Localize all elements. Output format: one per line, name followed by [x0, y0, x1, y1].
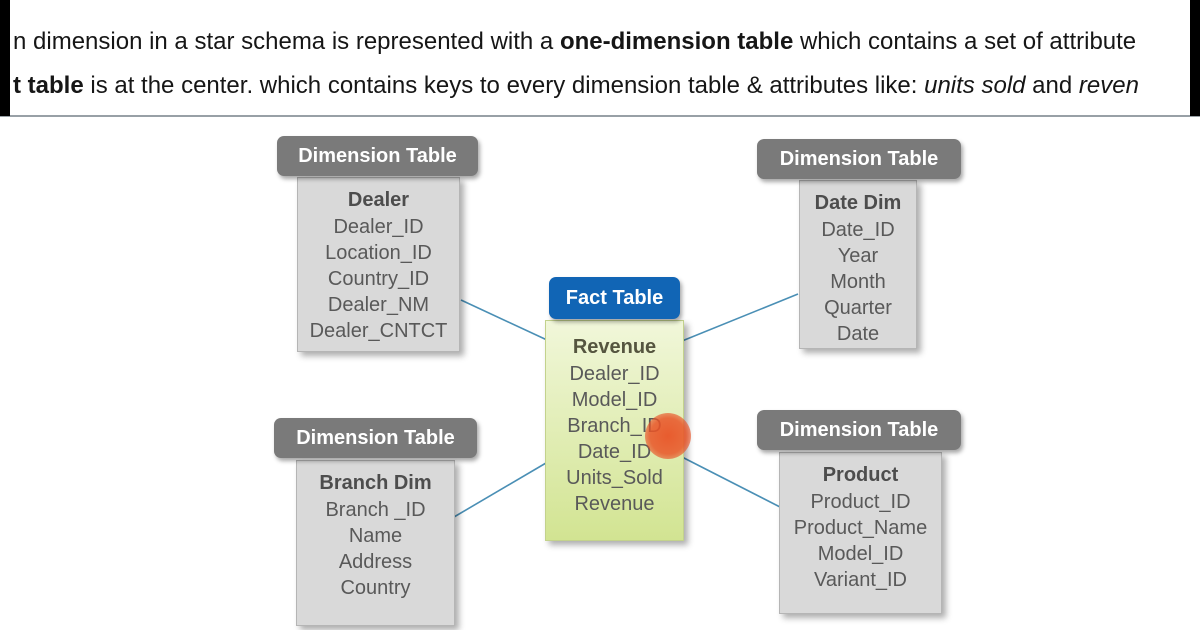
table-row: Month — [830, 271, 886, 293]
dimension-table-badge-branchdim: Dimension Table — [274, 418, 477, 458]
header-line1-post: which contains a set of attribute — [793, 28, 1137, 55]
header-line2-italic2: reven — [1078, 72, 1139, 99]
header-text-line2: t table is at the center. which contains… — [13, 72, 1139, 100]
table-title-dealer: Dealer — [347, 189, 410, 211]
table-title-datedim: Date Dim — [814, 192, 902, 214]
header-line2-bold: t table — [13, 72, 84, 99]
frame-edge-right — [1190, 0, 1200, 116]
header-line2-italic1: units sold — [924, 72, 1026, 99]
header-divider-line — [0, 115, 1200, 117]
table-title-revenue: Revenue — [572, 336, 657, 358]
table-row: Country_ID — [327, 268, 430, 290]
table-title-branchdim: Branch Dim — [319, 472, 432, 494]
table-row: Units_Sold — [566, 467, 663, 489]
connector-dealer-fact — [460, 299, 548, 341]
click-highlight-dot — [645, 413, 691, 459]
table-title-product: Product — [822, 464, 899, 486]
table-row: Year — [837, 245, 879, 267]
table-row: Quarter — [824, 297, 892, 319]
table-row: Address — [338, 551, 413, 573]
table-row: Variant_ID — [813, 569, 907, 591]
connector-datedim-fact — [681, 293, 799, 342]
connector-branchdim-fact — [453, 462, 547, 518]
dimension-table-badge-dealer: Dimension Table — [277, 136, 478, 176]
table-row: Country — [340, 577, 411, 599]
fact-table-badge: Fact Table — [549, 277, 680, 319]
table-row: Revenue — [574, 493, 655, 515]
table-row: Dealer_CNTCT — [309, 320, 448, 342]
table-row: Dealer_ID — [333, 216, 424, 238]
table-row: Product_ID — [810, 491, 911, 513]
fact-table-revenue: Revenue Dealer_ID Model_ID Branch_ID Date_I… — [545, 320, 684, 541]
table-row: Branch _ID — [325, 499, 426, 521]
table-row: Dealer_NM — [327, 294, 430, 316]
header-line1-bold: one-dimension table — [559, 28, 794, 55]
table-row: Location_ID — [325, 242, 432, 264]
table-row: Branch_ID — [567, 415, 662, 437]
table-rows-revenue: Dealer_ID Model_ID Branch_ID Date_ID Units_S… — [546, 361, 683, 517]
header-line1-pre: n dimension in a star schema is represen… — [13, 28, 560, 55]
table-row: Model_ID — [571, 389, 658, 411]
connector-product-fact — [681, 456, 781, 508]
table-row: Date — [836, 323, 880, 345]
header-line2-and: and — [1025, 72, 1079, 99]
table-row: Dealer_ID — [569, 363, 660, 385]
table-row: Name — [348, 525, 403, 547]
table-row: Date_ID — [577, 441, 652, 463]
table-row: Product_Name — [793, 517, 928, 539]
dimension-table-badge-datedim: Dimension Table — [757, 139, 961, 179]
frame-edge-left — [0, 0, 10, 116]
table-rows-dealer: Dealer_ID Location_ID Country_ID Dealer_NM D… — [298, 214, 459, 344]
header-line2-mid: is at the center. which contains keys to… — [83, 72, 925, 99]
header-text-line1: n dimension in a star schema is represen… — [13, 28, 1136, 56]
table-row: Model_ID — [817, 543, 904, 565]
table-row: Date_ID — [821, 219, 895, 241]
dimension-table-badge-product: Dimension Table — [757, 410, 961, 450]
